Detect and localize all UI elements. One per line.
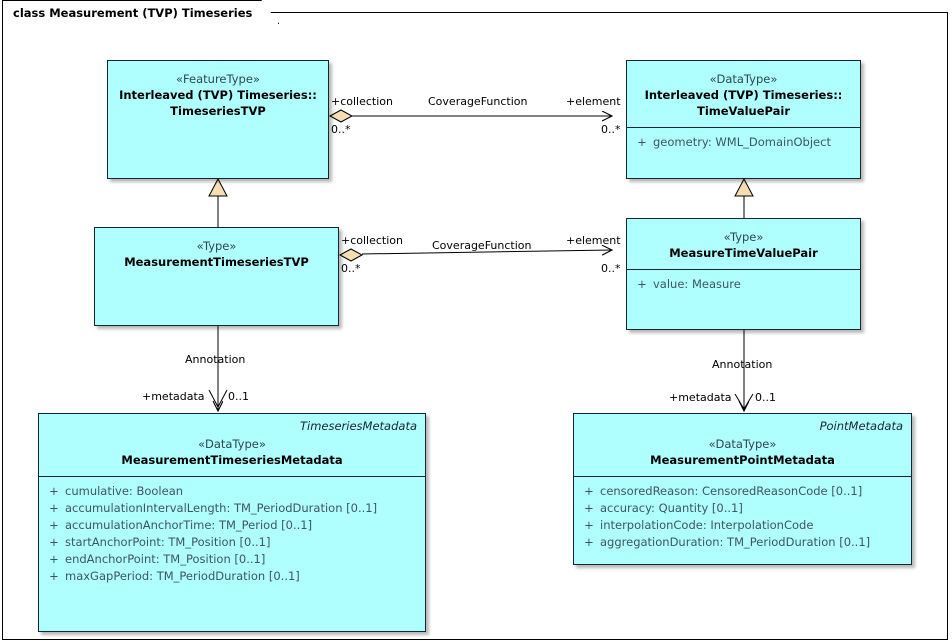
class-header: «Type» MeasureTimeValuePair <box>627 219 860 269</box>
middle-connector-name-label: CoverageFunction <box>432 239 532 252</box>
class-stereotype: «DataType» <box>198 437 266 451</box>
attribute-visibility: + <box>584 501 594 515</box>
attribute-visibility: + <box>49 535 59 549</box>
top-connector-name-label: CoverageFunction <box>428 95 528 108</box>
class-stereotype: «FeatureType» <box>176 72 260 86</box>
attribute-signature: startAnchorPoint: TM_Position [0..1] <box>65 535 271 549</box>
top-source-multiplicity-label: 0..* <box>331 123 351 136</box>
attribute-row: + interpolationCode: InterpolationCode <box>578 517 907 534</box>
class-measurement-timeseries-tvp[interactable]: «Type» MeasurementTimeseriesTVP <box>94 227 339 326</box>
middle-source-role-label: +collection <box>341 234 403 247</box>
class-header: «Type» MeasurementTimeseriesTVP <box>95 228 338 278</box>
class-name-line2: TimeValuePair <box>696 104 791 118</box>
right-annotation-role-label: +metadata <box>669 391 732 404</box>
class-name-line1: Interleaved (TVP) Timeseries:: <box>119 88 317 102</box>
class-measurement-point-metadata[interactable]: PointMetadata «DataType» MeasurementPoin… <box>573 413 912 565</box>
attribute-visibility: + <box>584 518 594 532</box>
attribute-visibility: + <box>49 501 59 515</box>
attribute-compartment: + value: Measure <box>627 270 860 329</box>
class-header: «FeatureType» Interleaved (TVP) Timeseri… <box>108 61 328 127</box>
attribute-signature: maxGapPeriod: TM_PeriodDuration [0..1] <box>65 569 300 583</box>
class-stereotype: «DataType» <box>709 72 778 86</box>
middle-source-multiplicity-label: 0..* <box>341 262 361 275</box>
class-name-line1: MeasurementPointMetadata <box>650 453 835 467</box>
attribute-signature: value: Measure <box>653 277 741 291</box>
attribute-signature: accumulationIntervalLength: TM_PeriodDur… <box>65 501 378 515</box>
class-header: PointMetadata «DataType» MeasurementPoin… <box>574 414 911 476</box>
attribute-visibility: + <box>49 518 59 532</box>
right-annotation-multiplicity-label: 0..1 <box>755 391 776 404</box>
class-namespace: TimeseriesMetadata <box>299 419 417 433</box>
attribute-signature: accumulationAnchorTime: TM_Period [0..1] <box>65 518 313 532</box>
compartment-separator <box>627 127 860 128</box>
attribute-row: + geometry: WML_DomainObject <box>631 134 856 151</box>
class-name-line1: MeasurementTimeseriesTVP <box>124 255 309 269</box>
top-target-role-label: +element <box>566 95 621 108</box>
class-timeseries-tvp[interactable]: «FeatureType» Interleaved (TVP) Timeseri… <box>107 60 329 179</box>
attribute-compartment: + censoredReason: CensoredReasonCode [0.… <box>574 477 911 564</box>
attribute-row: + censoredReason: CensoredReasonCode [0.… <box>578 483 907 500</box>
compartment-separator <box>574 476 911 477</box>
attribute-visibility: + <box>49 552 59 566</box>
right-annotation-name-label: Annotation <box>712 358 773 371</box>
class-header: «DataType» Interleaved (TVP) Timeseries:… <box>627 61 860 127</box>
left-annotation-role-label: +metadata <box>142 390 205 403</box>
top-source-role-label: +collection <box>331 95 393 108</box>
diagram-title-tab: class Measurement (TVP) Timeseries <box>2 0 279 24</box>
class-stereotype: «DataType» <box>708 437 777 451</box>
class-name-line1: Interleaved (TVP) Timeseries:: <box>644 88 843 102</box>
left-annotation-multiplicity-label: 0..1 <box>228 390 249 403</box>
middle-target-role-label: +element <box>566 234 621 247</box>
attribute-visibility: + <box>584 535 594 549</box>
attribute-compartment: + cumulative: Boolean + accumulationInte… <box>39 477 425 631</box>
left-annotation-name-label: Annotation <box>185 353 246 366</box>
class-name-line1: MeasureTimeValuePair <box>669 246 818 260</box>
attribute-compartment: + geometry: WML_DomainObject <box>627 128 860 178</box>
diagram-title: class Measurement (TVP) Timeseries <box>13 5 253 20</box>
compartment-separator <box>627 269 860 270</box>
attribute-visibility: + <box>49 569 59 583</box>
attribute-signature: interpolationCode: InterpolationCode <box>600 518 814 532</box>
class-name-line1: MeasurementTimeseriesMetadata <box>121 453 343 467</box>
class-namespace: PointMetadata <box>819 419 903 433</box>
class-name-line2: TimeseriesTVP <box>170 104 266 118</box>
attribute-signature: aggregationDuration: TM_PeriodDuration [… <box>600 535 871 549</box>
class-time-value-pair[interactable]: «DataType» Interleaved (TVP) Timeseries:… <box>626 60 861 179</box>
compartment-separator <box>39 476 425 477</box>
attribute-row: + cumulative: Boolean <box>43 483 421 500</box>
attribute-signature: cumulative: Boolean <box>65 484 184 498</box>
attribute-row: + accumulationAnchorTime: TM_Period [0..… <box>43 517 421 534</box>
class-stereotype: «Type» <box>723 230 764 244</box>
class-header: TimeseriesMetadata «DataType» Measuremen… <box>39 414 425 476</box>
attribute-row: + accumulationIntervalLength: TM_PeriodD… <box>43 500 421 517</box>
attribute-row: + value: Measure <box>631 276 856 293</box>
attribute-visibility: + <box>584 484 594 498</box>
top-target-multiplicity-label: 0..* <box>601 123 621 136</box>
attribute-row: + maxGapPeriod: TM_PeriodDuration [0..1] <box>43 568 421 585</box>
attribute-signature: accuracy: Quantity [0..1] <box>600 501 743 515</box>
attribute-signature: geometry: WML_DomainObject <box>653 135 831 149</box>
class-measurement-timeseries-metadata[interactable]: TimeseriesMetadata «DataType» Measuremen… <box>38 413 426 632</box>
attribute-row: + aggregationDuration: TM_PeriodDuration… <box>578 534 907 551</box>
attribute-visibility: + <box>49 484 59 498</box>
middle-target-multiplicity-label: 0..* <box>601 262 621 275</box>
attribute-signature: endAnchorPoint: TM_Position [0..1] <box>65 552 266 566</box>
attribute-row: + endAnchorPoint: TM_Position [0..1] <box>43 551 421 568</box>
attribute-row: + accuracy: Quantity [0..1] <box>578 500 907 517</box>
attribute-visibility: + <box>637 277 647 291</box>
attribute-signature: censoredReason: CensoredReasonCode [0..1… <box>600 484 863 498</box>
class-measure-time-value-pair[interactable]: «Type» MeasureTimeValuePair + value: Mea… <box>626 218 861 330</box>
class-stereotype: «Type» <box>196 239 237 253</box>
attribute-row: + startAnchorPoint: TM_Position [0..1] <box>43 534 421 551</box>
attribute-visibility: + <box>637 135 647 149</box>
tab-seam-cover <box>3 23 261 26</box>
